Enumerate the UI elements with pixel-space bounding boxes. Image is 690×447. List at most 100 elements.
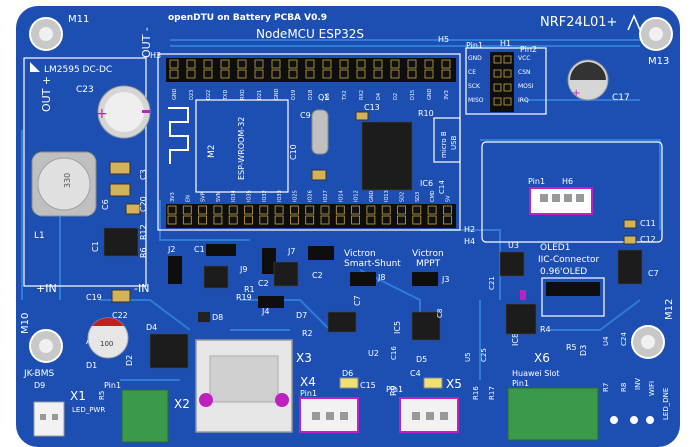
victron-smart-label: Smart-Shunt bbox=[344, 259, 401, 269]
pin-label: SD3 bbox=[415, 192, 421, 202]
pin-label: GND bbox=[274, 88, 280, 100]
header-pin bbox=[289, 205, 299, 215]
h4-label: H4 bbox=[464, 237, 475, 246]
m11-label: M11 bbox=[68, 14, 89, 25]
header-pin bbox=[169, 59, 179, 69]
q1-label: Q1 bbox=[318, 93, 329, 102]
usb-label-2: USB bbox=[450, 135, 458, 150]
pin1-x2-label: Pin1 bbox=[104, 381, 121, 390]
header-pin bbox=[320, 215, 330, 225]
header-pin bbox=[288, 69, 298, 79]
d2-label: D2 bbox=[125, 355, 134, 366]
header-pin bbox=[198, 205, 208, 215]
header-pin bbox=[356, 59, 366, 69]
c4-label: C4 bbox=[410, 369, 421, 378]
pin-label: GND bbox=[427, 88, 433, 100]
wroom-label: ESP-WROOM-32 bbox=[237, 117, 246, 180]
header-pin bbox=[397, 205, 406, 215]
led-pwr-label: LED_PWR bbox=[72, 406, 105, 414]
x3-label: X3 bbox=[296, 351, 312, 365]
header-pin bbox=[320, 205, 330, 215]
nrf-left-2: SCK bbox=[468, 83, 481, 90]
board-title: openDTU on Battery PCBA V0.9 bbox=[168, 13, 327, 23]
r10-label: R10 bbox=[418, 109, 434, 118]
header-pin bbox=[203, 69, 213, 79]
header-pin bbox=[442, 205, 452, 215]
r12-label: R12 bbox=[139, 224, 148, 240]
r16-label: R16 bbox=[472, 386, 480, 400]
header-pin bbox=[381, 205, 391, 215]
header-pin bbox=[305, 69, 315, 79]
header-pin bbox=[244, 205, 253, 215]
ic1-label: C1 bbox=[91, 241, 100, 252]
pin-label: SVP bbox=[201, 192, 207, 202]
d4-label: D4 bbox=[146, 323, 157, 332]
r2-label: R2 bbox=[302, 329, 313, 338]
d8-label: D8 bbox=[212, 313, 223, 322]
r9-label: R9 bbox=[389, 385, 398, 396]
header-pin bbox=[237, 59, 247, 69]
pin-label: RXD bbox=[240, 89, 246, 100]
r4-label: R4 bbox=[540, 325, 551, 334]
j7-label: J7 bbox=[287, 247, 295, 256]
nrf-right-2: MOSI bbox=[518, 83, 534, 90]
huawei-slot: IC8 R4 X6 Huawei Slot Pin1 U5 C25 R16 R1… bbox=[464, 290, 670, 441]
nrf-pin2-label: Pin2 bbox=[520, 45, 537, 54]
oled1-label: OLED1 bbox=[540, 243, 570, 253]
mount-hole-m10: M10 bbox=[20, 313, 63, 363]
header-pin bbox=[305, 59, 315, 69]
inductor-value: 330 bbox=[63, 173, 72, 188]
rj45-connector bbox=[195, 339, 293, 433]
cap-plus-icon: + bbox=[96, 106, 108, 122]
pin1-x5-label: Pin1 bbox=[386, 385, 403, 394]
victron-1-label: Victron bbox=[344, 249, 376, 259]
j3-label: J3 bbox=[441, 275, 449, 284]
pin-label: 3V3 bbox=[170, 192, 176, 202]
header-pin bbox=[412, 215, 422, 225]
x1-label: X1 bbox=[70, 389, 86, 403]
r6-label: R6 bbox=[139, 247, 148, 258]
c23-label: C23 bbox=[76, 85, 94, 95]
header-pin bbox=[167, 205, 177, 215]
c15-label: C15 bbox=[360, 381, 376, 390]
h2-label: H2 bbox=[464, 225, 475, 234]
header-pin bbox=[407, 59, 417, 69]
nrf-left-1: CE bbox=[468, 69, 476, 76]
c7m-label: C7 bbox=[353, 295, 362, 306]
nrf24-header: Pin1 H1 Pin2 GND CE SCK MISO VCC CSN MOS… bbox=[465, 39, 630, 115]
huawei-label: Huawei Slot bbox=[512, 369, 560, 378]
c10-label: C10 bbox=[289, 144, 298, 160]
header-pin bbox=[288, 59, 298, 69]
r7-label: R7 bbox=[602, 383, 610, 392]
nrf-left-0: GND bbox=[468, 55, 482, 62]
c25-label: C25 bbox=[480, 348, 488, 362]
pin-label: TXD bbox=[223, 90, 229, 101]
c3-label: C3 bbox=[139, 169, 148, 180]
c21-label: C21 bbox=[488, 276, 496, 290]
led-dne-label: LED_DNE bbox=[662, 388, 670, 420]
header-pin bbox=[169, 69, 179, 79]
mount-hole-m12: M12 bbox=[631, 299, 675, 359]
oled-size-label: 0.96'OLED bbox=[540, 267, 587, 277]
c2-2-label: C2 bbox=[312, 271, 323, 280]
c12-label: C12 bbox=[640, 235, 656, 244]
header-pin bbox=[254, 59, 264, 69]
header-pin bbox=[274, 215, 284, 225]
header-pin bbox=[407, 69, 417, 79]
u5-label: U5 bbox=[464, 352, 472, 362]
r5r-label: R5 bbox=[566, 343, 577, 352]
header-pin bbox=[335, 205, 345, 215]
header-pin bbox=[237, 69, 247, 79]
header-pin bbox=[186, 69, 196, 79]
header-pin bbox=[356, 69, 366, 79]
header-pin bbox=[427, 215, 437, 225]
header-pin bbox=[366, 215, 376, 225]
iic-label: IIC-Connector bbox=[538, 255, 600, 265]
header-pin bbox=[322, 59, 332, 69]
header-pin bbox=[335, 215, 345, 225]
out-plus-label: OUT + bbox=[40, 76, 53, 112]
wifi-label: WIFI bbox=[648, 381, 656, 396]
c24-label: C24 bbox=[620, 332, 628, 346]
header-pin bbox=[305, 205, 315, 215]
